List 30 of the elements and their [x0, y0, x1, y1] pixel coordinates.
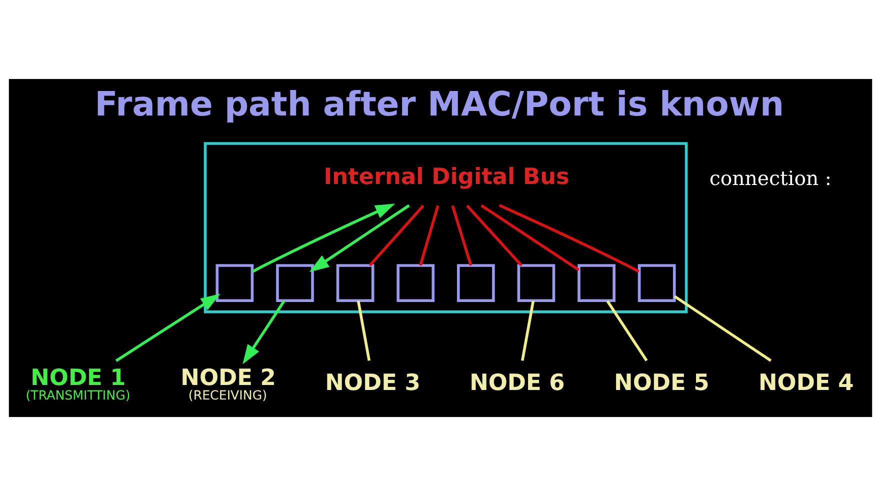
- arrow: [309, 204, 410, 272]
- node-box: [396, 264, 435, 302]
- cluster: [204, 142, 688, 313]
- node-box: [517, 264, 556, 302]
- node-text: Internal Digital Bus: [324, 163, 570, 190]
- arrow: [242, 300, 286, 364]
- arrow: [252, 203, 396, 272]
- connector: [606, 300, 648, 361]
- node-box: [638, 264, 676, 302]
- label: connection :: [709, 166, 832, 190]
- connector: [498, 204, 640, 272]
- node-text: NODE 4: [758, 370, 854, 396]
- node-box: [216, 264, 254, 302]
- node-box: [336, 264, 374, 302]
- connector: [674, 294, 772, 362]
- connector: [520, 300, 535, 360]
- node-text: NODE 5: [614, 370, 710, 396]
- connector: [466, 204, 522, 266]
- connector: [419, 204, 440, 266]
- node-box: [276, 264, 314, 302]
- connector: [480, 204, 580, 271]
- arrow: [115, 293, 220, 362]
- connector: [356, 300, 371, 360]
- node-box: [578, 264, 616, 302]
- connector: [451, 204, 472, 266]
- node-text: NODE 3: [325, 370, 420, 396]
- node-text: NODE 6: [470, 370, 565, 396]
- connector: [368, 204, 424, 266]
- diagram-title: Frame path after MAC/Port is known: [94, 84, 784, 124]
- node-box: [456, 264, 495, 302]
